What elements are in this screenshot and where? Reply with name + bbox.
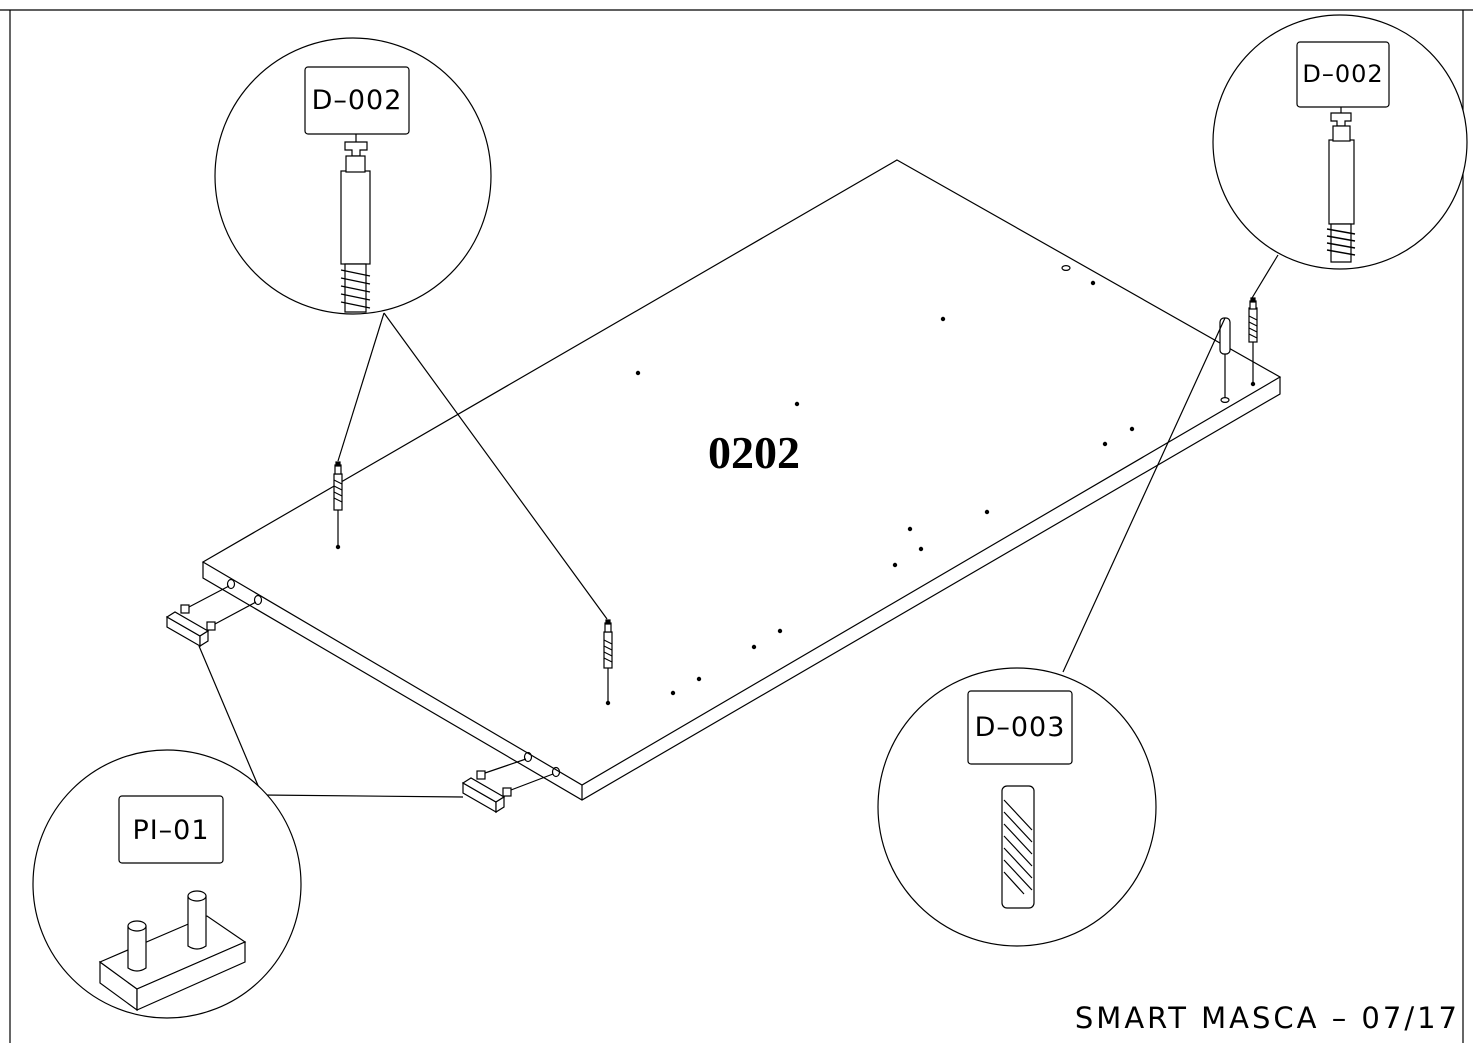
edge-holes — [226, 578, 561, 778]
leader-lines — [198, 254, 1279, 798]
connector-right — [1248, 297, 1258, 382]
pin-support-left — [165, 585, 257, 648]
callout-connector-top-left — [214, 37, 492, 315]
callout-connector-top-right — [1212, 14, 1468, 270]
callout-pin-support-bottom-left — [32, 749, 302, 1019]
panel-label: 0202 — [708, 427, 800, 478]
panel-board — [201, 159, 1282, 801]
pin-support-right — [461, 758, 554, 814]
connector-middle — [603, 619, 613, 701]
part-code-top-right: D–002 — [1302, 60, 1383, 88]
drawing-footer: SMART MASCA – 07/17 — [1075, 1001, 1460, 1035]
part-code-bottom-right: D–003 — [975, 712, 1066, 743]
drawing-frame — [0, 9, 1473, 1043]
connector-left — [333, 461, 343, 545]
part-code-bottom-left: PI–01 — [132, 815, 209, 846]
callout-dowel-bottom-right — [877, 667, 1157, 947]
panel-holes — [335, 280, 1256, 706]
part-code-top-left: D–002 — [312, 85, 403, 116]
